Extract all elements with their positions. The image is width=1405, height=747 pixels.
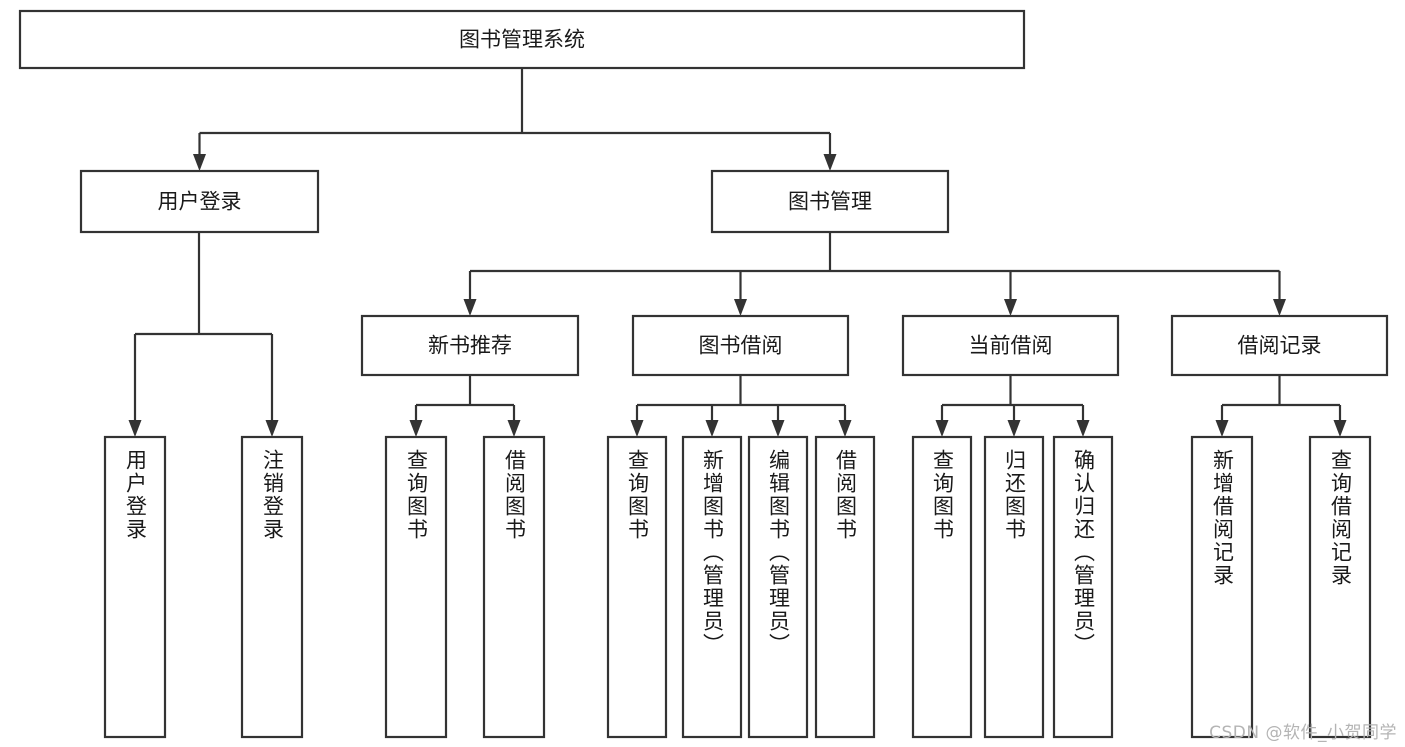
node-label-new-book-recommend: 新书推荐 [428,334,512,358]
node-label-book-borrow: 图书借阅 [699,334,783,358]
edge-bookmanage-current-borrow-arrowhead [1004,299,1017,316]
node-box-current-borrow[interactable] [901,314,1120,377]
edge-new-book-recommend-leaf-query-book-recommend-arrowhead [409,420,423,437]
edge-root-book-manage-arrowhead [823,154,837,171]
edge-bookmanage-book-borrow-arrowhead [734,299,747,316]
node-box-leaf-add-borrow-record[interactable] [1190,435,1254,739]
node-box-leaf-return-book[interactable] [983,435,1045,739]
node-box-new-book-recommend[interactable] [360,314,580,377]
edge-book-borrow-leaf-edit-book-admin-arrowhead [771,420,785,437]
edge-borrow-record-leaf-query-borrow-record-arrowhead [1333,420,1347,437]
node-label-current-borrow: 当前借阅 [969,334,1053,358]
node-box-user-login[interactable] [79,169,320,234]
node-box-layer [18,9,1389,739]
csdn-watermark: CSDN @软件_小贺同学 [1209,723,1397,743]
node-box-leaf-edit-book-admin[interactable] [747,435,809,739]
node-box-leaf-query-book-current[interactable] [911,435,973,739]
edge-userlogin-leaf-logout-arrowhead [265,420,279,437]
node-box-leaf-logout[interactable] [240,435,304,739]
node-box-book-manage[interactable] [710,169,950,234]
node-box-leaf-user-login[interactable] [103,435,167,739]
node-box-leaf-add-book-admin[interactable] [681,435,743,739]
edge-bookmanage-borrow-record-arrowhead [1273,299,1286,316]
node-label-user-login: 用户登录 [158,190,242,214]
edge-new-book-recommend-leaf-borrow-book-recommend-arrowhead [507,420,521,437]
edge-root-user-login-arrowhead [193,154,206,171]
edge-borrow-record-leaf-add-borrow-record-arrowhead [1215,420,1229,437]
edge-current-borrow-leaf-confirm-return-admin-arrowhead [1076,420,1090,437]
edge-book-borrow-leaf-borrow-book-arrowhead [838,420,852,437]
node-box-leaf-query-borrow-record[interactable] [1308,435,1372,739]
node-box-leaf-confirm-return-admin[interactable] [1052,435,1114,739]
node-label-borrow-record: 借阅记录 [1238,334,1322,358]
node-label-root: 图书管理系统 [459,28,585,52]
node-box-leaf-query-book-recommend[interactable] [384,435,448,739]
node-box-book-borrow[interactable] [631,314,850,377]
node-box-borrow-record[interactable] [1170,314,1389,377]
edge-current-borrow-leaf-return-book-arrowhead [1007,420,1021,437]
node-box-root[interactable] [18,9,1026,70]
edge-book-borrow-leaf-add-book-admin-arrowhead [705,420,719,437]
node-box-leaf-query-book-borrow[interactable] [606,435,668,739]
connector-layer [128,68,1347,437]
edge-book-borrow-leaf-query-book-borrow-arrowhead [630,420,644,437]
node-box-leaf-borrow-book-recommend[interactable] [482,435,546,739]
edge-current-borrow-leaf-query-book-current-arrowhead [935,420,949,437]
edge-userlogin-leaf-user-login-arrowhead [128,420,142,437]
node-box-leaf-borrow-book[interactable] [814,435,876,739]
node-label-book-manage: 图书管理 [788,190,872,214]
edge-bookmanage-new-book-recommend-arrowhead [463,299,477,316]
